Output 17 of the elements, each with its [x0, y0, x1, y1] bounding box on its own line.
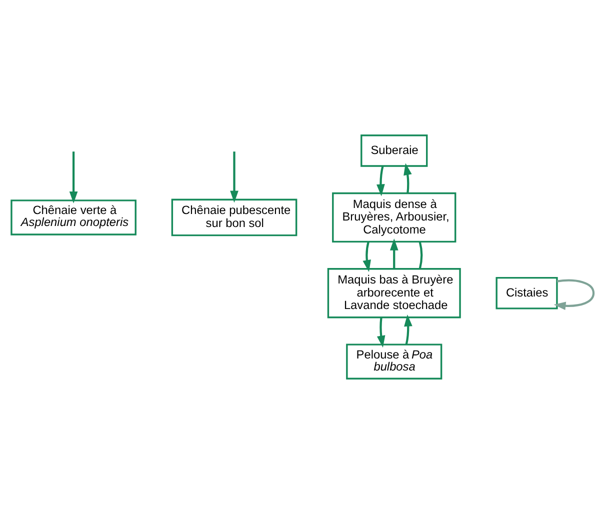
- connector: [418, 241, 423, 270]
- node-box: Cistaies: [496, 276, 558, 310]
- arrow: [376, 318, 386, 348]
- node-box: Chênaie verte à Asplenium onopteris: [10, 200, 136, 236]
- node-box: Suberaie: [360, 134, 428, 167]
- arrow: [230, 152, 238, 203]
- node-box: Maquis bas à Bruyère arborecente et Lavande stoechade: [327, 268, 461, 318]
- arrow: [69, 152, 78, 204]
- node-box: Pelouse à Poa bulbosa: [346, 344, 442, 380]
- arrow: [404, 163, 412, 194]
- arrow: [362, 241, 371, 272]
- arrow: [390, 238, 398, 269]
- arrow: [376, 166, 385, 196]
- node-box: Chênaie pubescente sur bon sol: [171, 198, 298, 236]
- node-box: Maquis dense à Bruyères, Arbousier, Calycotome: [332, 192, 456, 243]
- arrow: [554, 279, 595, 310]
- arrow: [404, 314, 412, 345]
